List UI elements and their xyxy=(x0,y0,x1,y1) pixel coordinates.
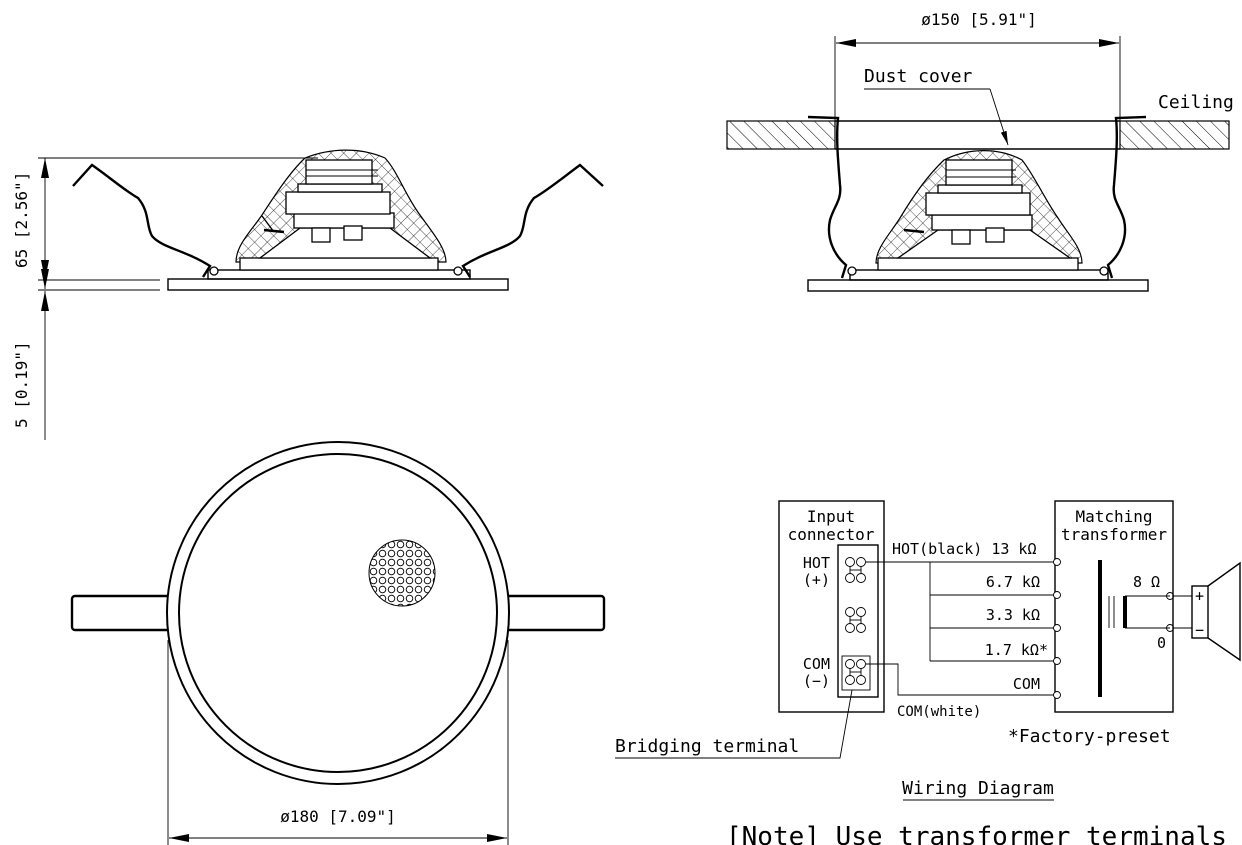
note-text: [Note] Use transformer terminals xyxy=(726,822,1227,845)
hot-plus-label: (+) xyxy=(803,571,830,589)
factory-preset-note: *Factory-preset xyxy=(1008,726,1171,747)
tap-com-label: COM xyxy=(1013,675,1040,693)
wiring-diagram: Input connector HOT (+) COM (−) xyxy=(615,500,1241,801)
input-connector-label-line2: connector xyxy=(788,525,875,544)
speaker-plus-label: + xyxy=(1195,587,1204,605)
matching-transformer-label-line1: Matching xyxy=(1075,507,1152,526)
speaker-icon xyxy=(1191,585,1209,639)
matching-transformer-label-line2: transformer xyxy=(1061,525,1167,544)
input-connector-label-line1: Input xyxy=(807,507,855,526)
side-view-left: 65 [2.56"] 5 [0.19"] xyxy=(12,149,604,440)
com-minus-label: (−) xyxy=(803,672,830,690)
ceiling-label: Ceiling xyxy=(1158,92,1234,113)
com-white-label: COM(white) xyxy=(897,704,981,720)
cutout-diameter-dimension: ø150 [5.91"] xyxy=(921,10,1037,29)
height-dimension: 65 [2.56"] xyxy=(12,172,31,268)
speaker-impedance-label: 8 Ω xyxy=(1133,573,1160,591)
tap-3.3k-label: 3.3 kΩ xyxy=(986,606,1040,624)
outer-diameter-dimension: ø180 [7.09"] xyxy=(280,807,396,826)
tap-1.7k-label: 1.7 kΩ* xyxy=(985,641,1048,659)
flange-thickness-dimension: 5 [0.19"] xyxy=(12,341,31,428)
tap-6.7k-label: 6.7 kΩ xyxy=(986,573,1040,591)
bridging-terminal-label: Bridging terminal xyxy=(615,736,799,757)
tap-13k-label: HOT(black) 13 kΩ xyxy=(892,540,1037,558)
speaker-minus-label: − xyxy=(1195,621,1204,639)
com-label: COM xyxy=(803,655,830,673)
zero-terminal-label: 0 xyxy=(1157,634,1166,652)
top-view: ø180 [7.09"] xyxy=(70,441,606,845)
wiring-diagram-title: Wiring Diagram xyxy=(902,778,1054,799)
dust-cover-label: Dust cover xyxy=(864,66,973,87)
installed-side-view: ø150 [5.91"] Dust cover Ceiling xyxy=(726,10,1234,292)
hot-label: HOT xyxy=(803,554,830,572)
